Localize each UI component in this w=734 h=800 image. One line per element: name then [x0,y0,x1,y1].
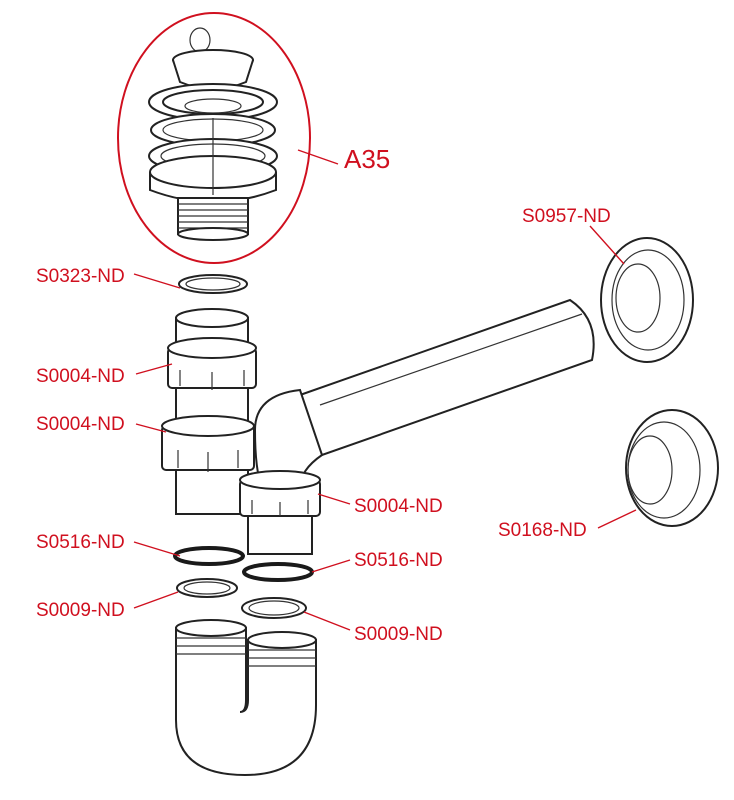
label-s0323: S0323-ND [36,266,125,287]
horizontal-pipe [253,298,595,489]
label-a35: A35 [344,144,390,174]
u-trap [175,619,317,777]
leader-lines [133,149,637,631]
label-s0004-right: S0004-ND [354,496,443,517]
label-s0516-left: S0516-ND [36,532,125,553]
label-s0516-right: S0516-ND [354,550,443,571]
label-s0009-right: S0009-ND [354,624,443,645]
outlet-tube [239,470,321,555]
wall-rosette [600,237,694,363]
label-s0004-middle: S0004-ND [36,414,125,435]
a35-highlight-circle [117,12,311,264]
label-s0004-top: S0004-ND [36,366,125,387]
wall-seal [625,409,719,527]
label-s0168: S0168-ND [498,520,587,541]
drain-plug-assembly [117,12,311,264]
gaskets [173,546,314,619]
label-s0957: S0957-ND [522,206,611,227]
label-s0009-left: S0009-ND [36,600,125,621]
upper-vertical-tube [161,274,257,515]
